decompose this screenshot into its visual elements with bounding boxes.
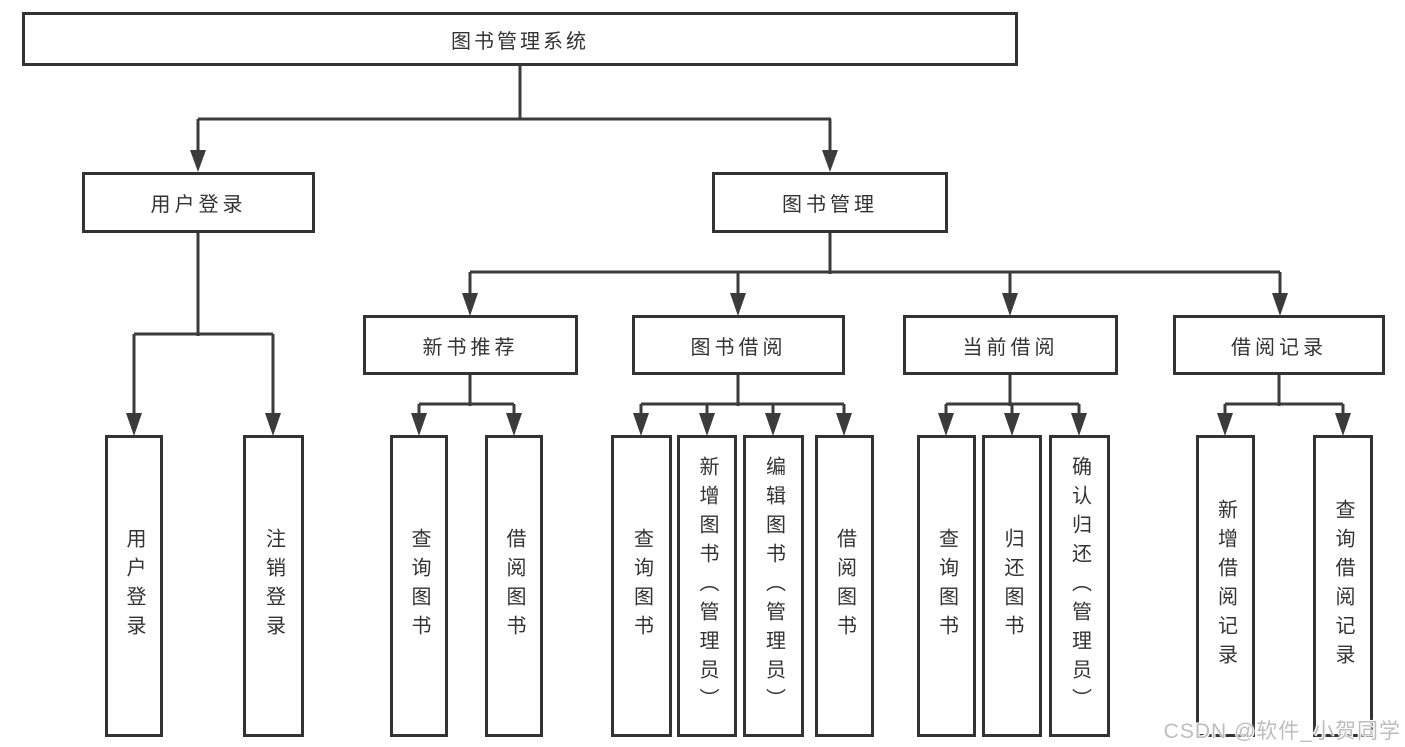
leaf-borrow-query-books: 查询图书 [611, 435, 672, 737]
connector-arrowhead [730, 293, 746, 316]
leaf-rec-borrow-books: 借阅图书 [485, 435, 543, 737]
connector-arrowhead [1272, 293, 1288, 316]
connector-arrowhead [1335, 413, 1351, 436]
edges-root-to-level2 [190, 66, 838, 172]
connector-arrowhead [190, 150, 206, 172]
node-new-book-recommend: 新书推荐 [363, 315, 578, 375]
connector-arrowhead [411, 413, 427, 436]
connector-arrowhead [506, 413, 522, 436]
connector-arrowhead [265, 413, 281, 436]
node-user-login: 用户登录 [82, 172, 315, 233]
edges-mgmt-to-level3 [462, 233, 1288, 316]
connector-arrowhead [462, 293, 478, 316]
leaf-rec-query-books: 查询图书 [390, 435, 448, 737]
node-borrowing-records: 借阅记录 [1173, 315, 1385, 375]
connector-arrowhead [836, 413, 852, 436]
leaf-borrow-lend-books: 借阅图书 [815, 435, 874, 737]
leaf-add-books-admin: 新增图书（管理员） [677, 435, 737, 737]
leaf-confirm-return-admin: 确认归还（管理员） [1049, 435, 1110, 737]
connector-arrowhead [822, 150, 838, 172]
connector-arrowhead [765, 413, 781, 436]
connector-arrowhead [633, 413, 649, 436]
connector-arrowhead [1004, 413, 1020, 436]
csdn-watermark: CSDN @软件_小贺同学 [1163, 720, 1401, 743]
leaf-add-borrow-record: 新增借阅记录 [1196, 435, 1255, 737]
leaf-query-borrow-record: 查询借阅记录 [1313, 435, 1373, 737]
node-book-borrowing: 图书借阅 [632, 315, 845, 375]
connector-arrowhead [126, 413, 142, 436]
node-book-management: 图书管理 [712, 172, 948, 233]
leaf-logout: 注销登录 [243, 435, 304, 737]
connector-arrowhead [938, 413, 954, 436]
node-root: 图书管理系统 [22, 12, 1018, 66]
edges-borrow-to-children [633, 375, 852, 436]
edges-login-to-children [126, 233, 281, 436]
edges-rec-to-children [411, 375, 522, 436]
edges-records-to-children [1217, 375, 1351, 436]
connector-arrowhead [699, 413, 715, 436]
leaf-return-books: 归还图书 [982, 435, 1042, 737]
leaf-user-login: 用户登录 [105, 435, 163, 737]
node-current-borrowing: 当前借阅 [903, 315, 1118, 375]
leaf-edit-books-admin: 编辑图书（管理员） [743, 435, 804, 737]
leaf-current-query-books: 查询图书 [917, 435, 976, 737]
connector-arrowhead [1002, 293, 1018, 316]
connector-arrowhead [1217, 413, 1233, 436]
connector-arrowhead [1071, 413, 1087, 436]
edges-current-to-children [938, 375, 1087, 436]
